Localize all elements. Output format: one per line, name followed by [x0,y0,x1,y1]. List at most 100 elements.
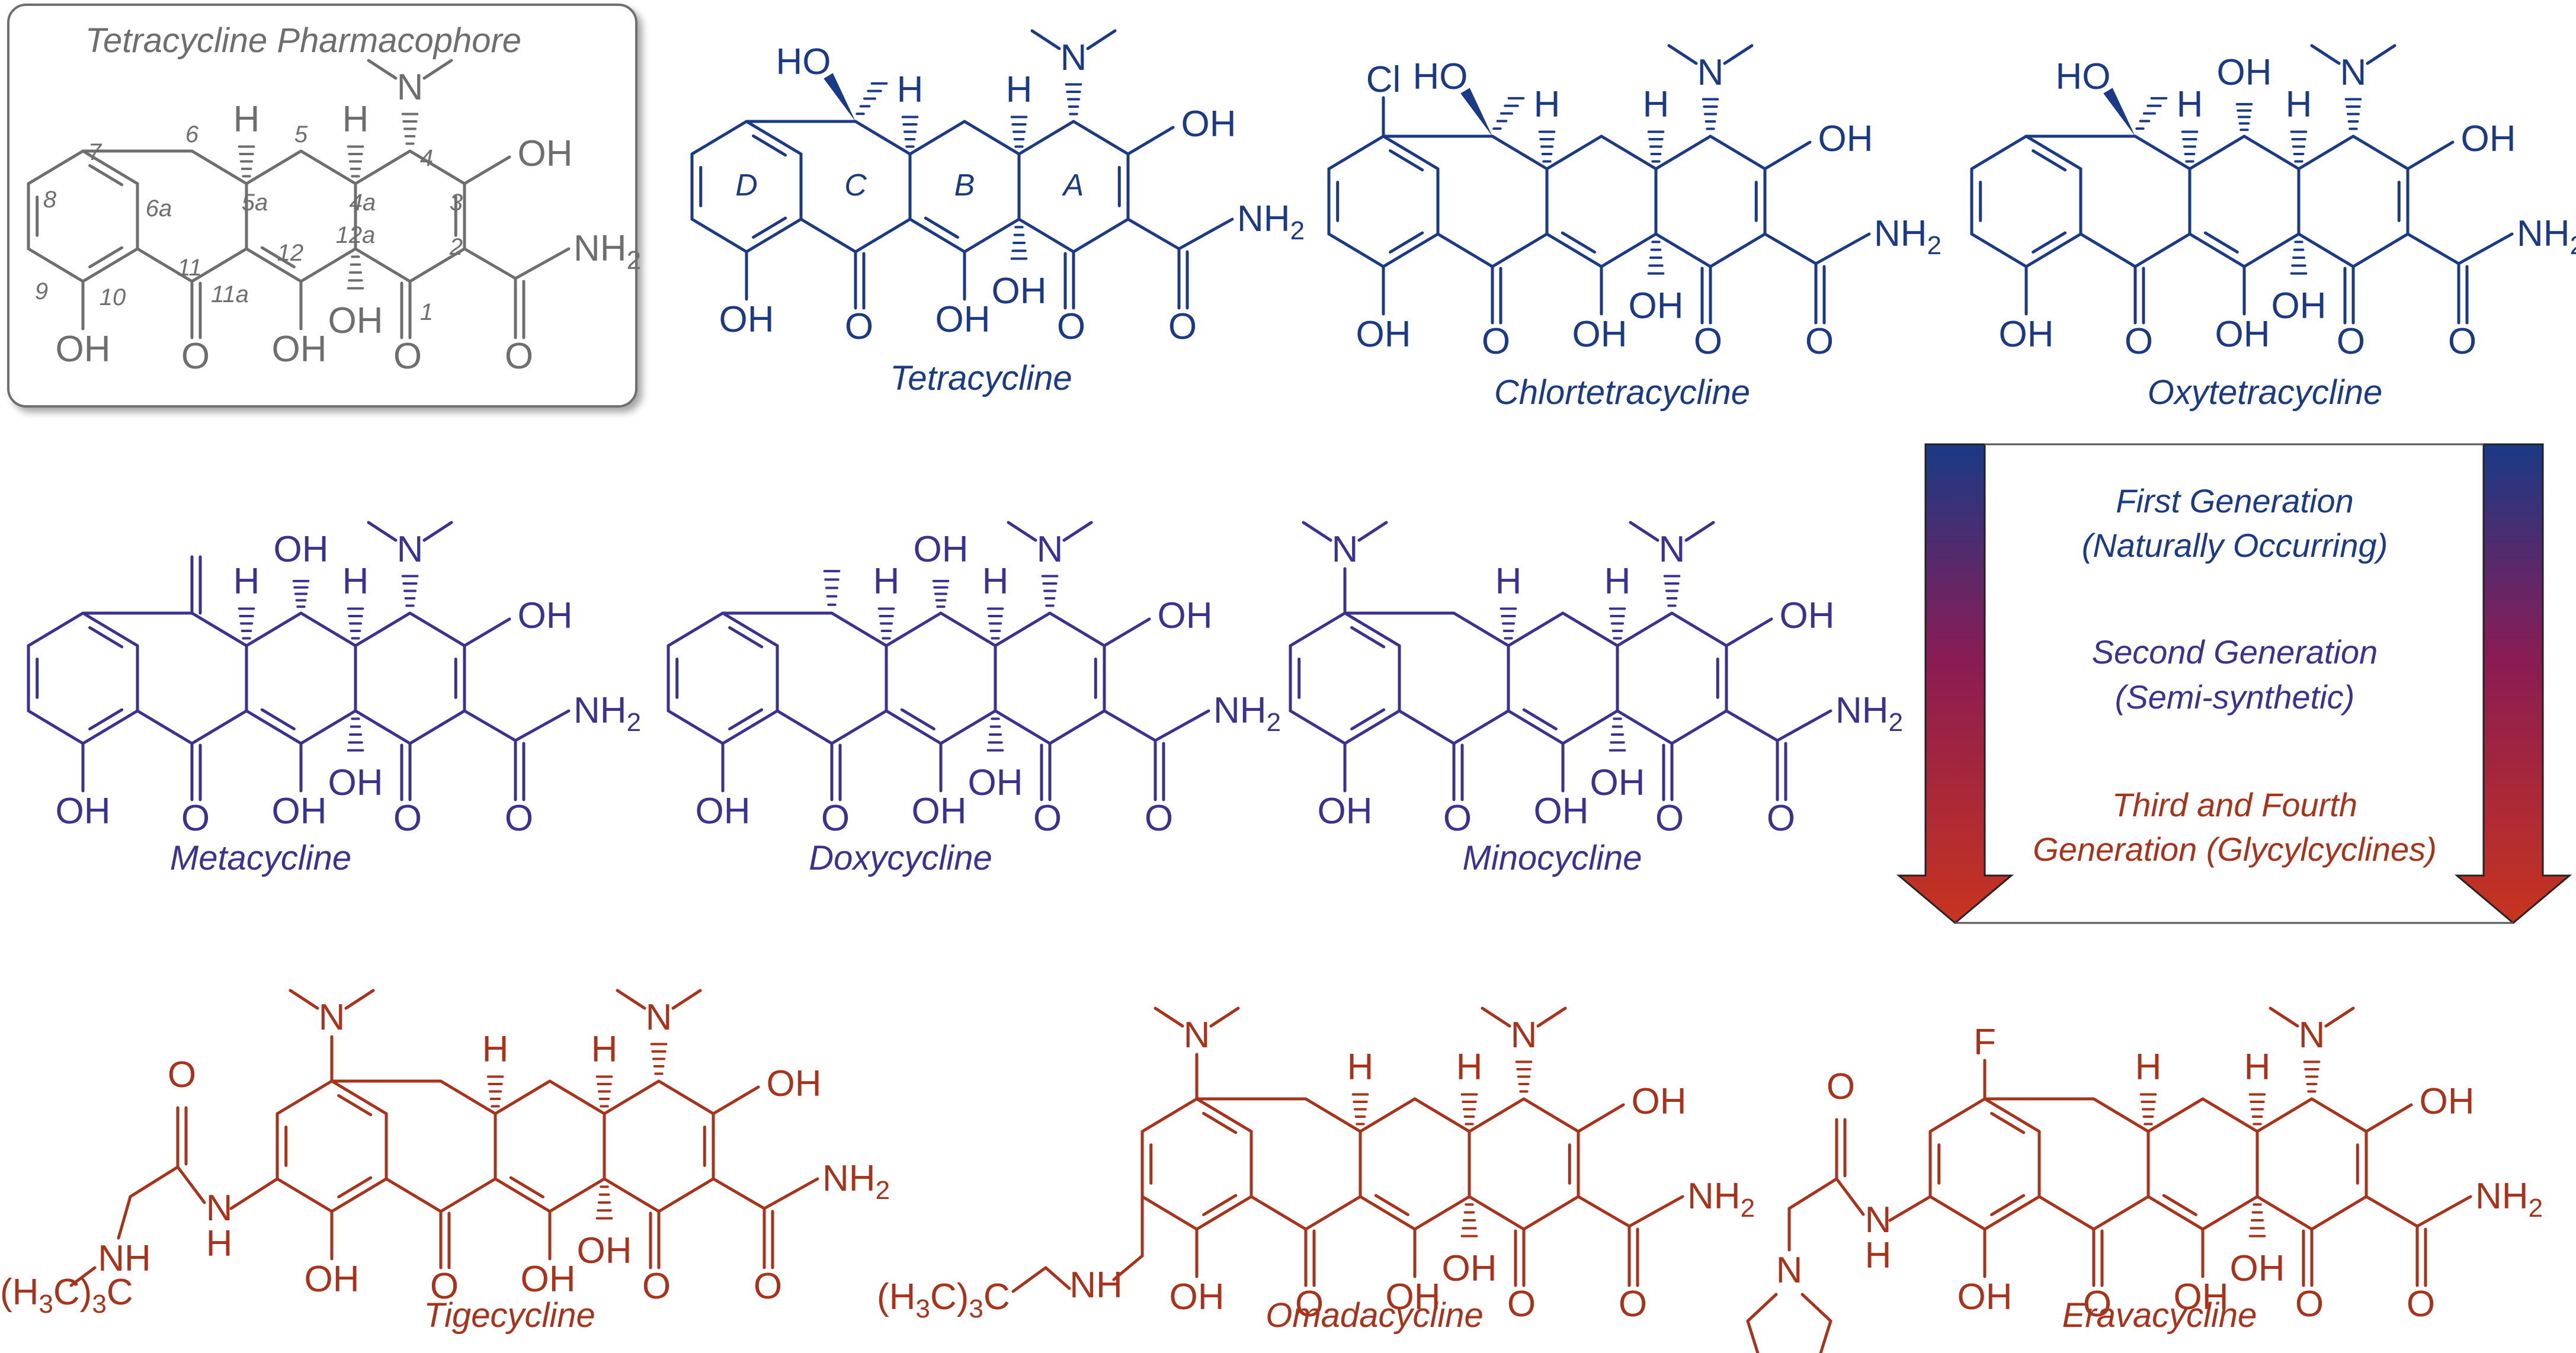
ring-d-bond [721,611,779,647]
ring-label: C [844,168,867,203]
position-number: 8 [43,187,57,213]
methyl-bond [422,59,453,80]
ring-a-bond [1048,611,1106,647]
ring-d-double-bond [1350,708,1386,730]
ring-d-double-bond [88,164,124,187]
ring-d-bond [27,709,85,745]
ring-d-double-bond [88,626,124,649]
ring-a-bond [2310,1195,2368,1231]
atom-o: O [1619,1284,1647,1325]
ring-a-bond [1616,611,1674,647]
atom-n: N [646,997,672,1038]
ring-b-bond [548,1079,606,1115]
legend-first-line2: (Naturally Occurring) [2082,527,2388,564]
ring-d-bond [690,120,748,156]
position-number: 5 [294,121,308,148]
atom-oh: OH [1534,791,1589,832]
ring-b-double-bond [2203,231,2239,254]
ring-d-bond [745,120,803,156]
ring-b-double-bond [1561,231,1596,254]
atom-n: N [319,997,345,1038]
ring-b-bond [2242,232,2301,268]
ring-a-bond [408,709,466,745]
ring-d-double-bond [2032,149,2067,172]
atom-h: H [342,561,369,602]
position-number: 9 [35,278,48,304]
ring-d-bond [81,611,139,647]
amide-bond [1627,1195,1684,1228]
atom-o: O [2295,1284,2324,1325]
atom-o: O [1507,1284,1536,1325]
atom-o: O [1168,306,1197,347]
hydroxyl-bond [1763,140,1812,171]
atom-h: H [2286,84,2312,125]
ring-a-bond [1017,120,1075,156]
ring-b-bond [2201,1097,2259,1133]
atom-oh: OH [914,529,969,570]
pyrrolidine-bond [1746,1319,1760,1353]
atom-o: O [181,798,210,839]
atom-h: H [342,99,369,140]
atom-oh: OH [992,271,1047,312]
methyl-bond [1007,521,1037,542]
ring-a-bond [1522,1097,1580,1133]
ring-d-double-bond [1389,149,1424,172]
ring-d-bond [27,611,85,647]
generation-arrow-right [2454,443,2572,924]
atom-oh: OH [696,791,751,832]
methyl-bond [2324,1006,2355,1028]
ring-b-bond [1359,1097,1417,1133]
ring-a-bond [2310,1097,2368,1133]
atom-h: H [1347,1047,1374,1088]
caption-metacycline: Metacycline [170,839,351,877]
atom-n: N [1865,1200,1892,1240]
atom-oh: OH [767,1063,822,1104]
atom-oh: OH [968,762,1023,803]
ring-b-bond [2146,1097,2205,1133]
atom-oh: OH [56,329,111,370]
amide-bond [762,1177,819,1210]
ring-d-bond [27,247,85,283]
position-number: 10 [100,284,126,310]
ring-c-bond [1304,1195,1362,1231]
atom-oh: OH [1158,595,1213,636]
ring-c-bond [439,1177,497,1213]
alkyl-bond [1011,1266,1047,1293]
ring-d-double-bond [752,134,787,157]
atom-oh: OH [1318,791,1373,832]
atom-h: H [233,99,260,140]
pharmacophore-title: Tetracycline Pharmacophore [85,21,521,60]
ring-b-bond [885,611,943,647]
ring-d-bond [1970,232,2028,268]
ring-d-bond [745,217,803,254]
ring-a-bond [354,709,412,745]
ring-a-bond [994,709,1052,745]
methyl-bond [1667,44,1698,65]
methyl-bond [1086,29,1117,50]
atom-n: N [1659,529,1686,570]
atom-h: H [873,561,900,602]
wedge-bond [2103,88,2135,136]
atom-oh: OH [1632,1081,1687,1122]
amide-bond [1154,709,1210,742]
ring-d-bond [1970,134,2028,171]
ring-a-bond [1654,134,1712,171]
atom-n: N [397,67,424,108]
ring-b-bond [1561,611,1619,647]
atom-n: N [1511,1015,1537,1056]
atom-nh2: NH2 [1835,690,1903,737]
ring-c-bond [136,709,194,745]
atom-o: O [845,306,873,347]
atom-o: O [1145,798,1173,839]
position-number: 11a [211,281,249,307]
ring-d-bond [1928,1195,1987,1231]
atom-o: O [1057,306,1085,347]
atom-oh: OH [1356,314,1411,355]
ring-d-double-bond [1350,626,1386,649]
ring-a-bond [1709,232,1767,268]
ring-b-bond [245,611,303,647]
